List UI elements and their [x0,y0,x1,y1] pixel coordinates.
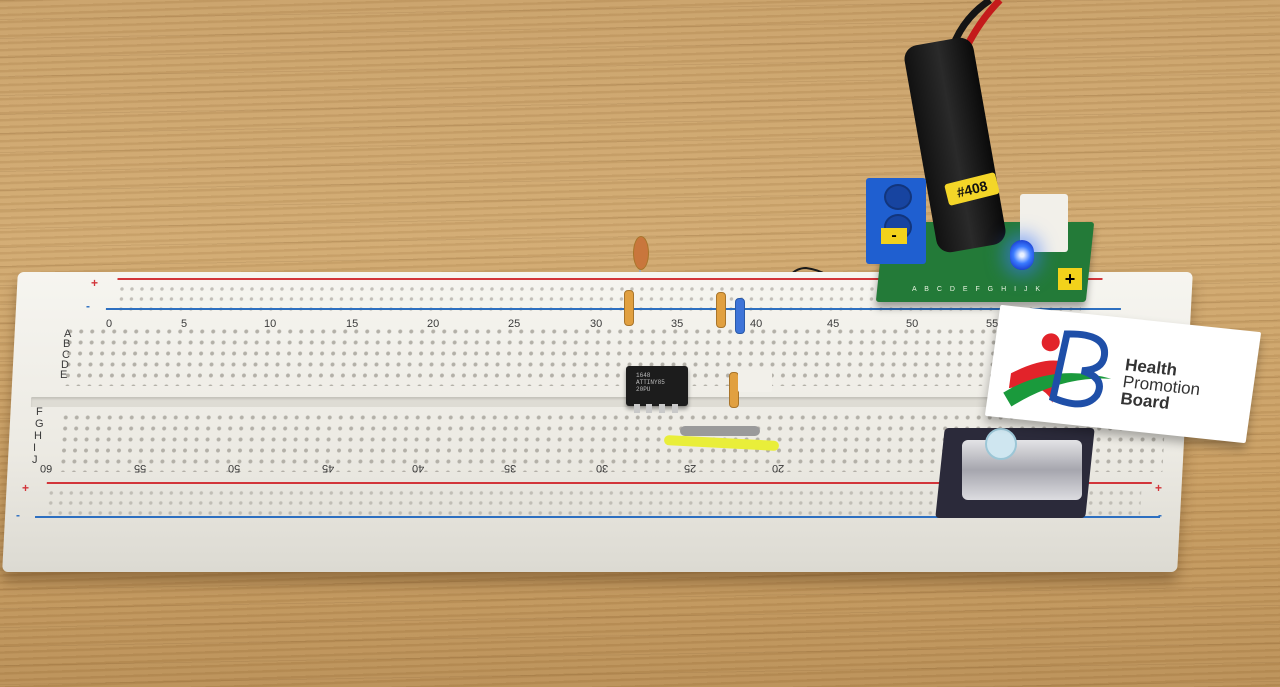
jumper-gray [680,426,760,436]
terminal-screw [884,184,912,210]
motor-gear [985,428,1017,460]
col-num-b20: 20 [772,462,785,474]
jumper-blue [735,298,745,334]
col-num-55: 55 [986,318,999,330]
col-num-25: 25 [508,318,521,330]
col-num-50: 50 [906,318,919,330]
logo-green-swoosh [1003,373,1112,407]
terminal-minus-label: - [881,228,907,244]
row-letter-h: H [34,430,42,442]
blue-led [1010,240,1034,270]
right-minus-sign: - [1158,508,1162,522]
col-num-b45: 45 [322,462,335,474]
top-minus-sign: - [86,299,90,313]
chip-pin [634,404,640,413]
col-num-20: 20 [427,318,440,330]
row-letter-a: A [64,328,72,340]
row-letter-g: G [35,418,44,430]
logo-head [1041,333,1060,352]
col-num-35: 35 [671,318,684,330]
terminal-plus-label: + [1058,268,1082,290]
jumper-orange-1 [624,290,634,326]
col-num-b40: 40 [412,462,425,474]
row-letter-j: J [32,454,38,466]
chip-text-1: 1648 [636,372,651,379]
row-letter-c: C [62,349,70,361]
bottom-minus-sign: - [16,508,20,522]
row-letter-i: I [33,442,37,454]
stepper-motor-body [962,440,1082,500]
row-letter-d: D [61,359,69,371]
hpb-logo-icon [1003,330,1112,408]
chip-text-2: ATTINY85 [636,379,665,386]
col-num-45: 45 [827,318,840,330]
row-letter-e: E [60,369,68,381]
hpb-wordmark: Health Promotion Board [1119,355,1203,415]
col-num-40: 40 [750,318,763,330]
top-plus-sign: + [91,276,99,290]
chip-pin [672,404,678,413]
right-plus-sign: + [1155,481,1163,495]
col-num-10: 10 [264,318,277,330]
ceramic-capacitor [633,236,649,270]
attiny85-chip: 1648 ATTINY85 20PU [626,366,688,413]
jumper-orange-2 [716,292,726,328]
col-num-b60: 60 [40,462,53,474]
hpb-logo-card: Health Promotion Board [984,304,1262,444]
bottom-plus-sign: + [22,481,30,495]
col-num-b30: 30 [596,462,609,474]
col-num-b25: 25 [684,462,697,474]
screw-terminal [866,178,926,264]
col-num-30: 30 [590,318,603,330]
col-num-b35: 35 [504,462,517,474]
col-num-15: 15 [346,318,359,330]
col-num-b55: 55 [134,462,147,474]
chip-pin [646,404,652,413]
chip-pin [659,404,665,413]
row-letter-f: F [36,406,43,418]
logo-blue-b [1048,330,1108,408]
pcb-silkscreen: A B C D E F G H I J K [912,286,1044,293]
col-num-5: 5 [181,318,188,330]
top-blue-rail [105,308,1121,310]
col-num-b50: 50 [228,462,241,474]
col-num-0: 0 [106,318,113,330]
servo-connector [738,370,772,392]
row-letter-b: B [63,338,71,350]
chip-text-3: 20PU [636,386,651,393]
